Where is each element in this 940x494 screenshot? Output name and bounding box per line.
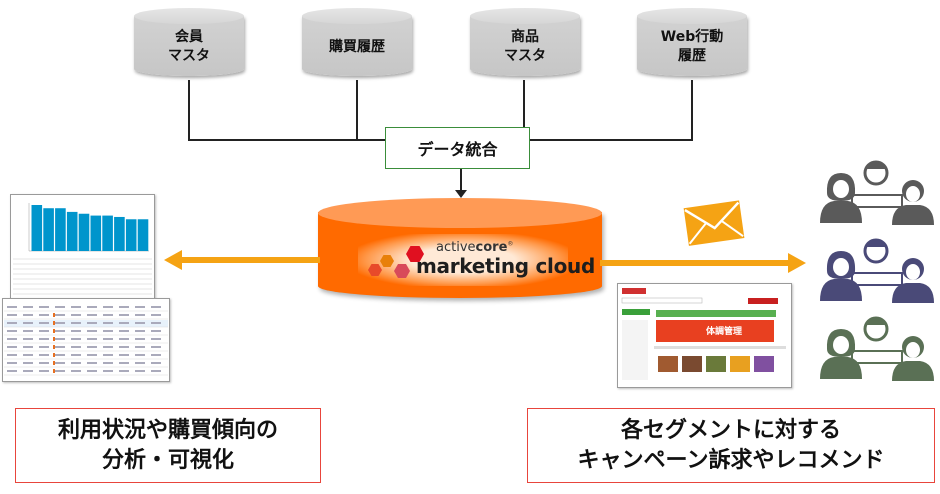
mini-bar bbox=[31, 205, 43, 251]
analytics-table-screenshot bbox=[2, 298, 170, 382]
data-integration-box: データ統合 bbox=[385, 127, 530, 169]
segment-groups bbox=[820, 160, 934, 381]
marketing-cloud-platform: activecore® marketing cloud bbox=[318, 198, 602, 300]
source-label: Web行動 履歴 bbox=[660, 29, 724, 64]
source-label: 商品 マスタ bbox=[504, 29, 546, 64]
source-label: 購買履歴 bbox=[329, 38, 385, 55]
ec-site-screenshot: 体調管理 bbox=[617, 283, 792, 388]
envelope-icon bbox=[683, 200, 745, 246]
source-web-behavior: Web行動 履歴 bbox=[637, 8, 747, 80]
svg-text:体調管理: 体調管理 bbox=[706, 325, 742, 337]
down-arrow-line bbox=[460, 169, 462, 193]
source-purchase-history: 購買履歴 bbox=[302, 8, 412, 80]
campaign-caption: 各セグメントに対する キャンペーン訴求やレコメンド bbox=[527, 408, 935, 483]
mini-bar bbox=[90, 215, 102, 251]
source-product-master: 商品 マスタ bbox=[470, 8, 580, 80]
source-member-master: 会員 マスタ bbox=[134, 8, 244, 80]
logo-hex-icon bbox=[406, 246, 424, 262]
people-group-icon bbox=[820, 316, 934, 381]
right-arrow-head bbox=[788, 253, 806, 273]
people-group-icon bbox=[820, 238, 934, 303]
logo-hex-icon bbox=[380, 255, 394, 267]
connector-line bbox=[691, 80, 693, 140]
left-arrow-shaft bbox=[180, 257, 320, 263]
mini-bar bbox=[78, 213, 90, 251]
source-label: 会員 マスタ bbox=[168, 29, 210, 64]
left-arrow-head bbox=[164, 250, 182, 270]
ec-site-thumbnail: 体調管理 bbox=[621, 288, 786, 380]
connector-line bbox=[356, 80, 358, 140]
logo-activecore: activecore® bbox=[436, 240, 514, 255]
mini-bar bbox=[137, 219, 149, 251]
mini-bar-chart bbox=[13, 203, 152, 295]
logo-marketing-cloud: marketing cloud bbox=[416, 254, 595, 278]
mini-bar bbox=[102, 215, 113, 251]
connector-line bbox=[188, 80, 190, 140]
logo-hex-icon bbox=[394, 264, 410, 278]
analysis-caption: 利用状況や購買傾向の 分析・可視化 bbox=[15, 408, 321, 483]
people-group-icon bbox=[820, 160, 934, 225]
mini-bar bbox=[125, 219, 137, 251]
connector-line bbox=[523, 80, 525, 128]
right-arrow-shaft bbox=[600, 260, 790, 266]
down-arrow-head bbox=[455, 190, 467, 198]
mini-bar bbox=[114, 216, 125, 251]
mini-bar bbox=[43, 208, 54, 251]
mini-bar bbox=[66, 211, 78, 251]
mini-data-table bbox=[4, 306, 168, 376]
analytics-chart-screenshot bbox=[10, 194, 155, 299]
mini-bar bbox=[55, 208, 66, 251]
logo-hex-icon bbox=[368, 264, 382, 276]
